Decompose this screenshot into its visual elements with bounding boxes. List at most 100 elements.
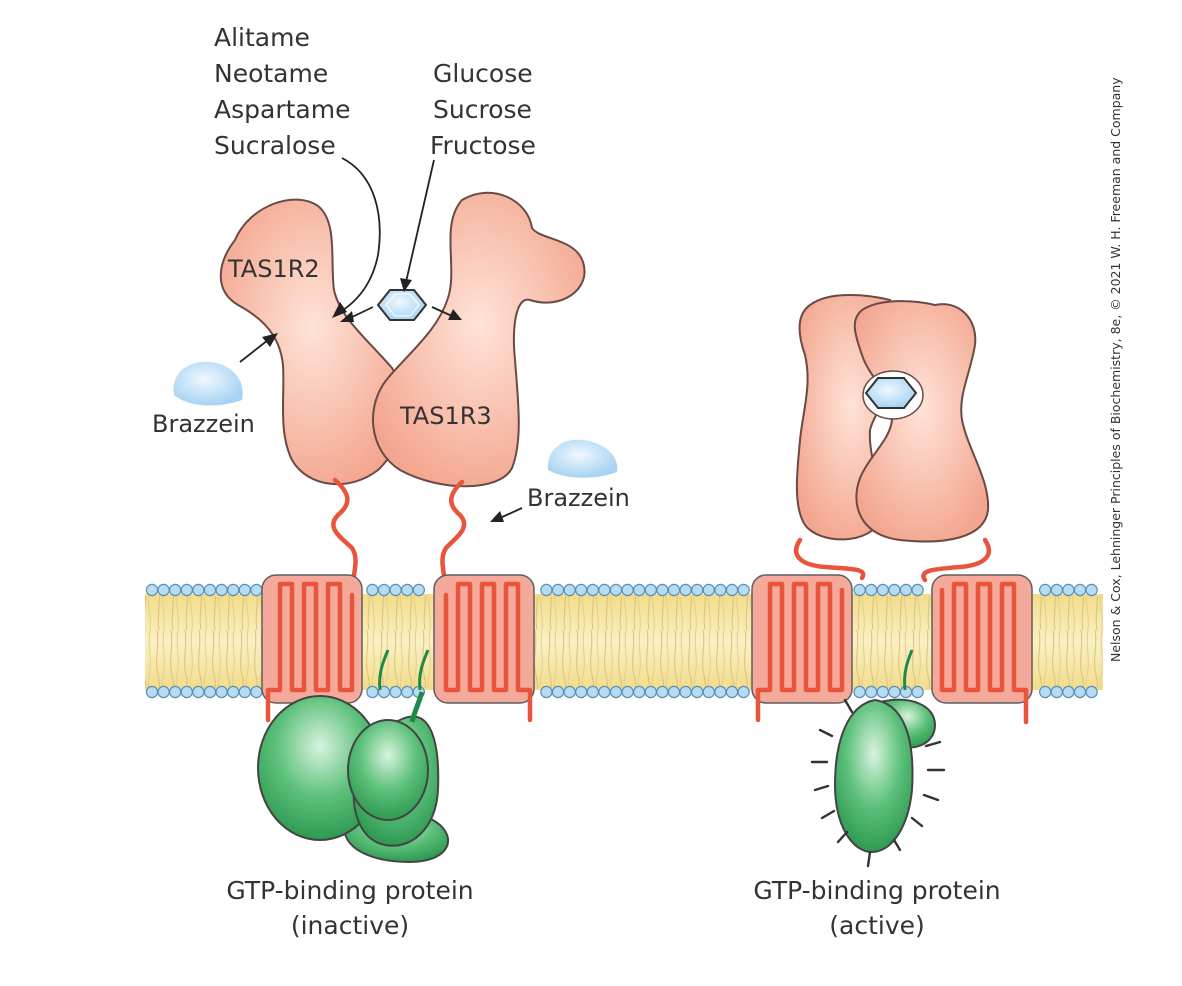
- lipid-head-bottom: [1085, 685, 1098, 699]
- lipid-head-bottom: [226, 685, 240, 699]
- tether-right: [440, 479, 467, 598]
- label-brazzein-left: Brazzein: [152, 410, 255, 438]
- lipid-head-bottom: [633, 685, 646, 699]
- lipid-head-top: [563, 583, 576, 597]
- label-tas1r2: TAS1R2: [227, 255, 320, 283]
- lipid-head-top: [888, 583, 901, 597]
- sugar-ligand-bound: [864, 377, 918, 409]
- lipid-head-bottom: [575, 685, 588, 699]
- lipid-head-bottom: [656, 685, 669, 699]
- helix-box-active-right: [931, 574, 1033, 704]
- lipid-head-top: [238, 583, 251, 597]
- sweetener-sucralose: Sucralose: [214, 131, 336, 160]
- lipid-head-bottom: [168, 685, 182, 699]
- lipid-head-bottom: [911, 685, 924, 699]
- lipid-head-top: [412, 583, 425, 597]
- lipid-head-bottom: [215, 685, 228, 699]
- lipid-head-top: [737, 583, 750, 597]
- figure-credit: Nelson & Cox, Lehninger Principles of Bi…: [1108, 77, 1123, 662]
- lipid-head-bottom: [401, 685, 414, 699]
- arrow-brazzein-left: [239, 339, 269, 363]
- lipid-head-bottom: [389, 685, 402, 699]
- lipid-head-bottom: [192, 685, 205, 699]
- lipid-head-bottom: [865, 685, 878, 699]
- lipid-head-top: [876, 583, 890, 597]
- lipid-head-top: [215, 583, 228, 597]
- lipid-head-top: [633, 583, 646, 597]
- lipid-head-bottom: [250, 685, 263, 699]
- lipid-heads-bottom: [145, 685, 1098, 699]
- lipid-head-top: [679, 583, 692, 597]
- lipid-head-top: [1038, 583, 1052, 597]
- lipid-head-top: [899, 583, 913, 597]
- lipid-head-top: [203, 583, 217, 597]
- lipid-head-top: [1050, 583, 1064, 597]
- lipid-head-bottom: [725, 685, 739, 699]
- lipid-anchor-2: [418, 649, 430, 691]
- lipid-head-bottom: [609, 685, 623, 699]
- lipid-head-top: [609, 583, 623, 597]
- tm-helices-tas1r3: [443, 581, 533, 723]
- lipid-head-top: [377, 583, 391, 597]
- lipid-head-top: [644, 583, 658, 597]
- receptor-inactive: [219, 191, 586, 864]
- lipid-head-top: [192, 583, 205, 597]
- lipid-head-bottom: [621, 685, 634, 699]
- arrowhead-sugar-to-tas1r2: [340, 311, 354, 322]
- active-lipid-anchor: [903, 649, 914, 691]
- brazzein-left-blob: [173, 361, 243, 406]
- lipid-head-bottom: [203, 685, 217, 699]
- tm-helices-active-right: [939, 581, 1029, 725]
- lipid-head-top: [598, 583, 611, 597]
- arrowhead-sugars: [400, 278, 412, 292]
- lipid-head-bottom: [598, 685, 611, 699]
- sugar-fructose: Fructose: [430, 131, 536, 160]
- g-protein-beta-lobe: [347, 719, 429, 821]
- label-g-protein-inactive-line2: (inactive): [291, 911, 409, 940]
- g-protein-active-body: [833, 698, 914, 854]
- lipid-heads-top: [145, 583, 1098, 597]
- tether-left: [331, 477, 358, 598]
- lipid-head-bottom: [853, 685, 866, 699]
- receptor-active: [751, 294, 1033, 868]
- lipid-head-top: [226, 583, 240, 597]
- arrow-sugars: [405, 159, 435, 283]
- arrow-sweeteners: [339, 157, 381, 313]
- arrowhead-sugar-to-tas1r3: [448, 309, 462, 320]
- lipid-head-top: [586, 583, 600, 597]
- lipid-head-top: [865, 583, 878, 597]
- lipid-head-bottom: [1038, 685, 1052, 699]
- lipid-head-bottom: [644, 685, 658, 699]
- label-brazzein-right: Brazzein: [527, 484, 630, 512]
- lipid-head-bottom: [145, 685, 159, 699]
- lipid-head-top: [1062, 583, 1075, 597]
- arrowhead-brazzein-right: [490, 511, 504, 522]
- label-tas1r3: TAS1R3: [399, 402, 492, 430]
- label-g-protein-active-line1: GTP-binding protein: [753, 876, 1000, 905]
- label-g-protein-active-line2: (active): [829, 911, 925, 940]
- helix-box-active-left: [751, 574, 853, 704]
- arrowhead-sweeteners: [332, 302, 347, 318]
- active-tether-right: [921, 537, 992, 583]
- sweetener-aspartame: Aspartame: [214, 95, 350, 124]
- lipid-head-top: [540, 583, 553, 597]
- lipid-head-bottom: [238, 685, 251, 699]
- lipid-head-top: [853, 583, 866, 597]
- lipid-head-top: [250, 583, 263, 597]
- sweetener-neotame: Neotame: [214, 59, 328, 88]
- tas1r2-domain: [219, 198, 405, 486]
- sugar-glucose: Glucose: [433, 59, 533, 88]
- lipid-head-top: [1073, 583, 1087, 597]
- lipid-head-top: [366, 583, 379, 597]
- lipid-head-top: [180, 583, 193, 597]
- tas1r3-domain: [372, 191, 586, 488]
- sugar-sucrose: Sucrose: [433, 95, 532, 124]
- lipid-head-bottom: [737, 685, 750, 699]
- arrow-brazzein-right: [499, 507, 523, 519]
- lipid-head-top: [401, 583, 414, 597]
- lipid-head-top: [157, 583, 170, 597]
- lipid-head-bottom: [563, 685, 576, 699]
- sweetener-alitame: Alitame: [214, 23, 310, 52]
- lipid-head-bottom: [888, 685, 901, 699]
- lipid-anchor-1: [378, 649, 390, 691]
